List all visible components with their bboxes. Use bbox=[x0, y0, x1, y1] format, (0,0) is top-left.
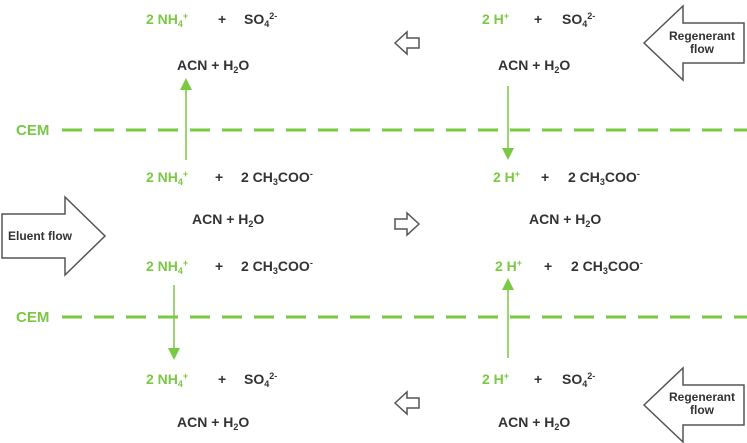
acetate-ion: 2 CH3COO- bbox=[241, 169, 313, 187]
nh4-transfer-up-arrow bbox=[180, 78, 192, 160]
solvent-label: ACN + H2O bbox=[177, 414, 250, 432]
cem-bottom-label: CEM bbox=[16, 309, 50, 326]
sulfate-ion: SO42- bbox=[244, 11, 278, 29]
h-transfer-down-arrow-top bbox=[502, 86, 514, 160]
regenerant-flow-arrow-bottom bbox=[642, 366, 745, 443]
ammonium-ion: 2 NH4+ bbox=[146, 169, 189, 187]
acetate-ion: 2 CH3COO- bbox=[571, 258, 643, 276]
plus-sign: + bbox=[215, 169, 224, 185]
solvent-label: ACN + H2O bbox=[192, 211, 265, 229]
ammonium-ion: 2 NH4+ bbox=[146, 11, 189, 29]
hydrogen-ion: 2 H+ bbox=[495, 258, 523, 274]
plus-sign: + bbox=[544, 258, 553, 274]
h-transfer-up-arrow-bottom bbox=[502, 278, 514, 358]
plus-sign: + bbox=[541, 169, 550, 185]
sulfate-ion: SO42- bbox=[562, 371, 596, 389]
ammonium-ion: 2 NH4+ bbox=[146, 258, 189, 276]
solvent-label: ACN + H2O bbox=[498, 414, 571, 432]
plus-sign: + bbox=[534, 11, 543, 27]
small-left-arrow-icon bbox=[393, 30, 420, 56]
regenerant-flow-label-line1: Regenerant bbox=[668, 390, 736, 404]
cem-top-label: CEM bbox=[16, 122, 50, 139]
sulfate-ion: SO42- bbox=[562, 11, 596, 29]
regenerant-flow-label-top: Regenerant flow bbox=[656, 30, 747, 55]
solvent-label: ACN + H2O bbox=[177, 57, 250, 75]
regenerant-flow-label-line1: Regenerant bbox=[668, 29, 736, 43]
plus-sign: + bbox=[534, 371, 543, 387]
eluent-flow-label: Eluent flow bbox=[8, 229, 72, 243]
hydrogen-ion: 2 H+ bbox=[482, 11, 510, 27]
small-left-arrow-icon bbox=[393, 390, 420, 416]
plus-sign: + bbox=[218, 371, 227, 387]
regenerant-flow-arrow-top bbox=[642, 4, 745, 82]
regenerant-flow-label-line2: flow bbox=[690, 402, 714, 417]
plus-sign: + bbox=[215, 258, 224, 274]
regenerant-flow-label-bottom: Regenerant flow bbox=[656, 391, 747, 416]
hydrogen-ion: 2 H+ bbox=[493, 169, 521, 185]
sulfate-ion: SO42- bbox=[244, 371, 278, 389]
solvent-label: ACN + H2O bbox=[498, 57, 571, 75]
acetate-ion: 2 CH3COO- bbox=[241, 258, 313, 276]
ammonium-ion: 2 NH4+ bbox=[146, 371, 189, 389]
small-right-arrow-icon bbox=[394, 211, 421, 237]
acetate-ion: 2 CH3COO- bbox=[568, 169, 640, 187]
nh4-transfer-down-arrow bbox=[168, 285, 180, 360]
hydrogen-ion: 2 H+ bbox=[482, 371, 510, 387]
regenerant-flow-label-line2: flow bbox=[690, 41, 714, 56]
eluent-flow-arrow bbox=[1, 195, 107, 277]
solvent-label: ACN + H2O bbox=[529, 211, 602, 229]
plus-sign: + bbox=[218, 11, 227, 27]
